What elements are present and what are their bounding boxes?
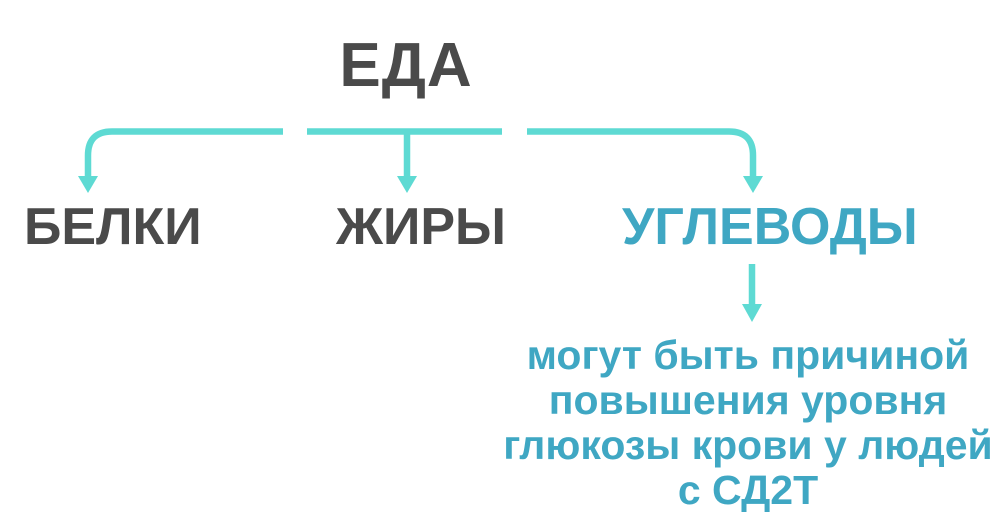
branch-label-proteins: БЕЛКИ xyxy=(24,198,202,256)
carbs-note-line: глюкозы крови у людей xyxy=(503,422,993,468)
branch-label-fats: ЖИРЫ xyxy=(336,198,506,256)
arrow-down-icon-fats xyxy=(307,128,502,193)
arrow-down-icon-note xyxy=(742,264,762,322)
carbs-note: могут быть причиной повышения уровня глю… xyxy=(503,333,993,513)
arrow-down-icon-proteins xyxy=(78,128,283,193)
carbs-note-line: могут быть причиной xyxy=(526,332,970,378)
branch-label-carbs: УГЛЕВОДЫ xyxy=(622,198,918,256)
diagram-title: ЕДА xyxy=(339,31,473,100)
arrow-down-icon-carbs xyxy=(527,128,763,193)
carbs-note-line: повышения уровня xyxy=(548,377,948,423)
carbs-note-line: с СД2Т xyxy=(677,467,819,513)
